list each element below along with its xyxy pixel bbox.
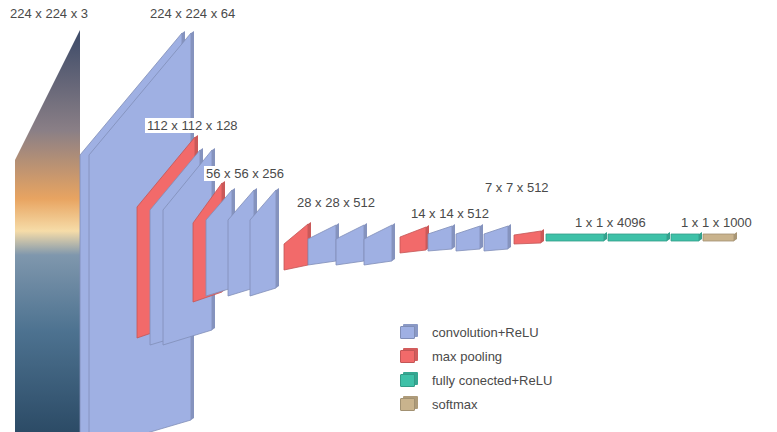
block-face [428,226,452,251]
legend-swatch [400,350,415,363]
layer-block [456,224,483,251]
layer-block [250,188,279,296]
legend-swatch [400,398,415,411]
input-photo [15,30,80,432]
legend-swatch [400,326,415,339]
layer-blocks [80,31,737,432]
block-edge [699,232,702,241]
legend-text: softmax [432,396,478,414]
block-face [703,234,734,241]
block-face [250,190,276,296]
dimension-label: 1 x 1 x 1000 [679,215,754,230]
block-face [336,225,364,265]
layer-block [400,225,429,253]
block-edge [480,224,483,249]
legend-text: max pooling [432,348,502,366]
layer-block [284,222,311,270]
block-edge [508,224,511,249]
block-face [546,234,604,241]
block-edge [452,224,455,249]
block-face [608,234,667,241]
dimension-label: 56 x 56 x 256 [204,166,286,181]
dimension-label: 224 x 224 x 3 [8,6,90,21]
block-face [671,234,699,241]
dimension-label: 14 x 14 x 512 [409,206,491,221]
layer-block [308,223,339,265]
block-face [400,227,426,253]
block-face [284,224,308,270]
dimension-label: 224 x 224 x 64 [148,6,237,21]
legend-swatch [400,374,415,387]
layer-block [671,232,702,241]
legend-text: convolution+ReLU [432,324,539,342]
block-edge [541,229,544,243]
block-face [364,225,392,265]
block-edge [604,232,607,241]
block-edge [667,232,670,241]
layer-block [484,224,511,251]
layer-block [336,223,367,265]
block-face [456,226,480,251]
dimension-label: 7 x 7 x 512 [483,180,551,195]
layer-block [608,232,670,241]
dimension-label: 1 x 1 x 4096 [573,215,648,230]
block-face [308,225,336,265]
layer-block [514,229,544,244]
block-edge [392,223,395,261]
layer-block [546,232,607,241]
layer-block [703,232,737,241]
legend-text: fully conected+ReLU [432,372,552,390]
block-edge [276,188,279,288]
dimension-label: 112 x 112 x 128 [145,118,240,133]
layer-block [428,224,455,251]
block-edge [734,232,737,241]
block-face [514,231,541,244]
layer-block [364,223,395,265]
block-face [484,226,508,251]
dimension-label: 28 x 28 x 512 [295,195,377,210]
